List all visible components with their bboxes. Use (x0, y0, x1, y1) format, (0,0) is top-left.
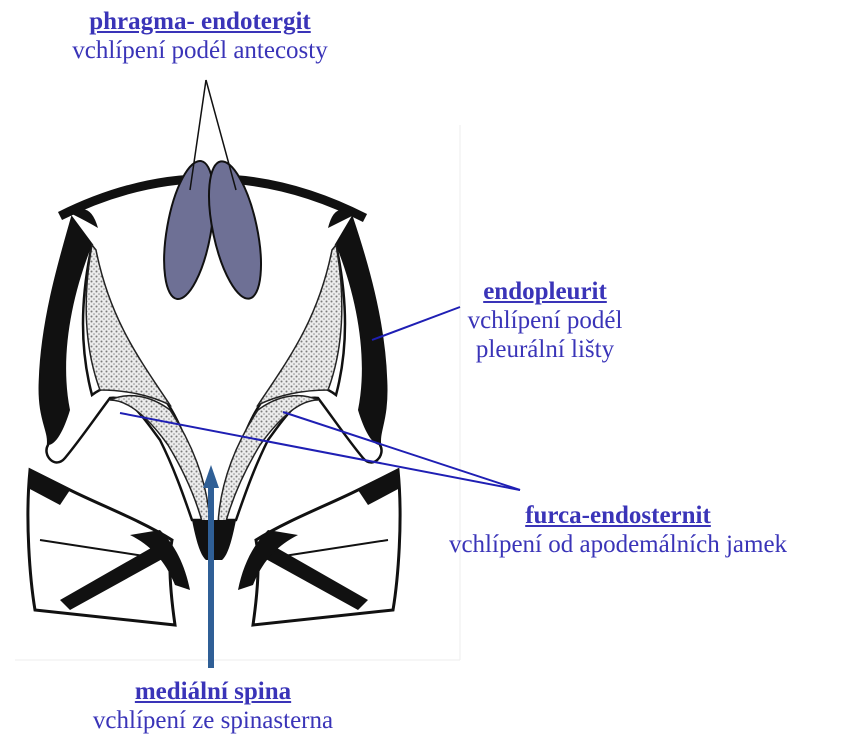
medialni-subtitle: vchlípení ze spinasterna (18, 707, 408, 736)
furca-subtitle: vchlípení od apodemálních jamek (398, 531, 838, 560)
phragma-title: phragma- endotergit (20, 8, 380, 37)
endopleurit-subtitle-line1: vchlípení podél (440, 307, 650, 336)
left-endopleurit (86, 245, 170, 405)
right-endopleurit (258, 245, 342, 405)
endopleurit-label: endopleurit vchlípení podél pleurální li… (440, 278, 650, 364)
endopleurit-title: endopleurit (440, 278, 650, 307)
phragma-label: phragma- endotergit vchlípení podél ante… (20, 8, 380, 66)
endopleurit-subtitle-line2: pleurální lišty (440, 336, 650, 365)
medialni-title: mediální spina (18, 678, 408, 707)
furca-label: furca-endosternit vchlípení od apodemáln… (398, 502, 838, 560)
phragma-subtitle: vchlípení podél antecosty (20, 37, 380, 66)
furca-title: furca-endosternit (398, 502, 838, 531)
medialni-label: mediální spina vchlípení ze spinasterna (18, 678, 408, 736)
medialni-spina-arrowhead (203, 465, 219, 488)
